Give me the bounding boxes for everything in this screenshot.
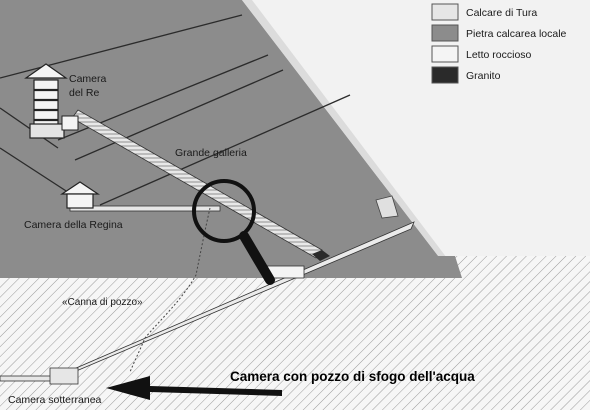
label-grand-gallery: Grande galleria: [175, 147, 247, 159]
legend-swatch-bedrock: [431, 45, 459, 63]
magnifier-icon: [192, 179, 275, 285]
well-shaft-path: [129, 207, 211, 373]
legend-swatch-granite: [431, 66, 459, 84]
queens-chamber: [60, 181, 100, 209]
arrow-left-icon: [106, 376, 282, 400]
pyramid-base: [0, 256, 462, 278]
label-kings-chamber-1: Camera: [69, 73, 107, 85]
kings-chamber: [24, 63, 79, 139]
legend-label-local: Pietra calcarea locale: [466, 28, 567, 40]
entrance-block: [375, 195, 399, 219]
legend-label-tura: Calcare di Tura: [466, 7, 537, 19]
label-kings-chamber-2: del Re: [69, 87, 100, 99]
legend-swatch-local: [431, 24, 459, 42]
label-well-shaft: «Canna di pozzo»: [62, 297, 143, 308]
legend-label-bedrock: Letto roccioso: [466, 49, 532, 61]
label-queens-chamber: Camera della Regina: [24, 219, 123, 231]
legend-swatch-tura: [431, 3, 459, 21]
pyramid-casing: [242, 0, 462, 278]
legend: Calcare di Tura Pietra calcarea locale L…: [431, 3, 567, 84]
callout-text: Camera con pozzo di sfogo dell'acqua: [230, 369, 475, 384]
bedrock: [0, 256, 590, 410]
granite-plug: [312, 250, 330, 261]
label-subterranean-chamber: Camera sotterranea: [8, 394, 102, 406]
subterranean-passage: [0, 375, 59, 382]
legend-label-granite: Granito: [466, 70, 501, 82]
subterranean-chamber: [49, 367, 79, 385]
